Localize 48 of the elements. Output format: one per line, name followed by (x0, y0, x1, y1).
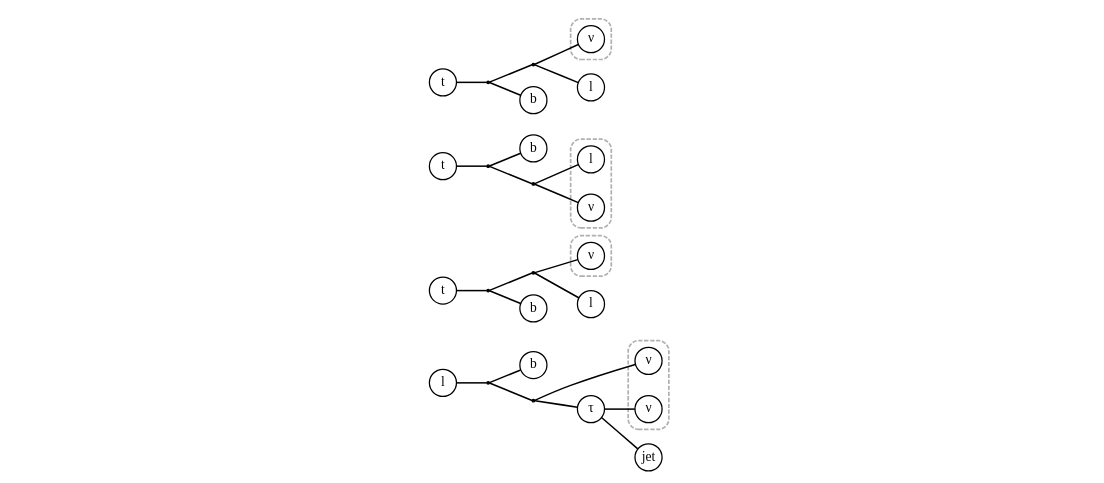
node-circle: b (518, 134, 548, 163)
node-circle: t (428, 152, 457, 181)
connector (488, 165, 533, 185)
node-circle: l (576, 289, 605, 319)
connector (533, 64, 579, 84)
connector (603, 408, 636, 410)
connector (533, 43, 579, 66)
cluster (569, 18, 612, 61)
connector (533, 363, 636, 402)
node-point (531, 270, 535, 275)
node-point (485, 381, 490, 385)
node-circle: b (518, 85, 548, 115)
node-circle: b (518, 350, 548, 380)
node-circle: ν (576, 241, 605, 271)
cluster (569, 138, 612, 229)
node-point (531, 398, 535, 403)
cluster (569, 234, 612, 278)
node-circle: ν (633, 394, 663, 424)
node-point (531, 62, 535, 67)
node-circle: b (518, 294, 548, 323)
connector (533, 399, 578, 408)
connector (600, 416, 639, 450)
node-point (531, 182, 535, 186)
node-point (485, 80, 490, 85)
node-circle: t (428, 276, 457, 305)
connector (488, 152, 521, 167)
node-circle: l (428, 368, 457, 398)
connector (533, 163, 579, 185)
node-circle: l (576, 73, 605, 102)
node-circle: t (428, 68, 457, 97)
node-point (485, 164, 490, 168)
connector (533, 272, 579, 299)
node-circle: τ (576, 394, 605, 424)
connector (488, 382, 533, 402)
connector (488, 272, 533, 292)
connector (533, 258, 579, 274)
connector (488, 81, 521, 97)
connector (488, 64, 533, 83)
cluster (626, 339, 670, 431)
node-circle: ν (576, 193, 605, 222)
node-circle: ν (576, 25, 605, 54)
connector (488, 290, 521, 305)
node-circle: jet (633, 443, 663, 472)
connector (533, 183, 579, 204)
connector (488, 369, 521, 384)
node-circle: l (576, 145, 605, 174)
node-circle: ν (633, 346, 663, 376)
node-point (485, 288, 490, 293)
